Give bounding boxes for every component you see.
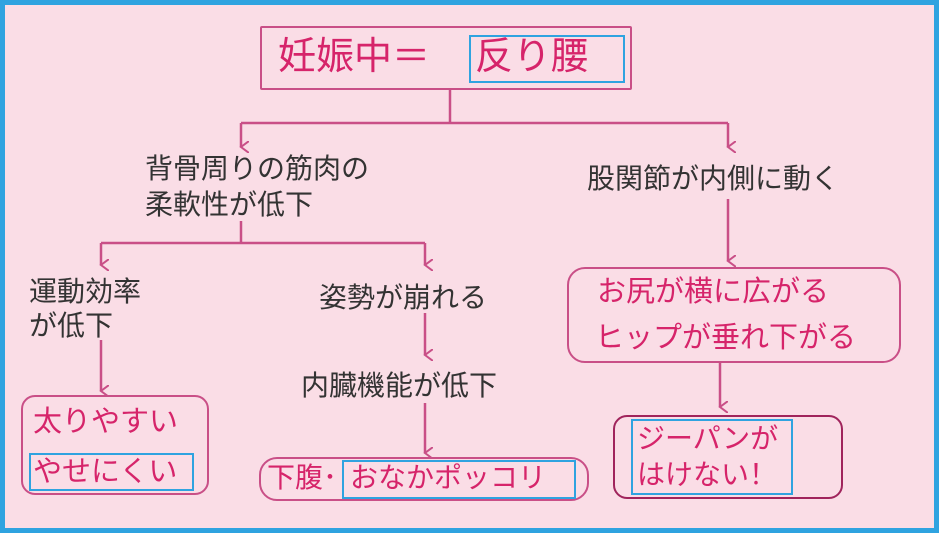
belly-result-box	[259, 457, 589, 501]
root-highlight-text: 反り腰	[475, 34, 590, 78]
hip-line2: ヒップが垂れ下がる	[595, 320, 857, 354]
belly-result-highlight: おなかポッコリ	[350, 461, 547, 494]
efficiency-line2: が低下	[29, 309, 114, 342]
jeans-result-box	[613, 415, 843, 499]
hip-line1: お尻が横に広がる	[597, 274, 830, 308]
posture-text: 姿勢が崩れる	[319, 281, 488, 314]
connector-lines	[5, 90, 934, 528]
root-left-text: 妊娠中＝	[278, 34, 431, 78]
efficiency-line1: 運動効率	[29, 275, 142, 308]
right-branch-text: 股関節が内側に動く	[587, 162, 840, 195]
jeans-result-line1: ジーパンが	[637, 422, 779, 455]
belly-result-prefix: 下腹･	[267, 461, 338, 494]
root-node	[260, 26, 632, 90]
weight-result-line2: やせにくい	[33, 454, 178, 488]
hip-box	[567, 267, 901, 363]
left-branch-line1: 背骨周りの筋肉の	[145, 152, 370, 185]
weight-result-line1: 太りやすい	[33, 404, 179, 438]
root-highlight-box	[469, 35, 625, 83]
left-branch-line2: 柔軟性が低下	[145, 188, 314, 221]
weight-result-highlight-box	[29, 453, 194, 491]
weight-result-box	[21, 395, 209, 495]
belly-result-highlight-box	[342, 460, 576, 499]
jeans-result-line2: はけない！	[637, 458, 778, 491]
organ-text: 内臓機能が低下	[301, 369, 498, 402]
jeans-result-highlight-box	[631, 419, 793, 495]
